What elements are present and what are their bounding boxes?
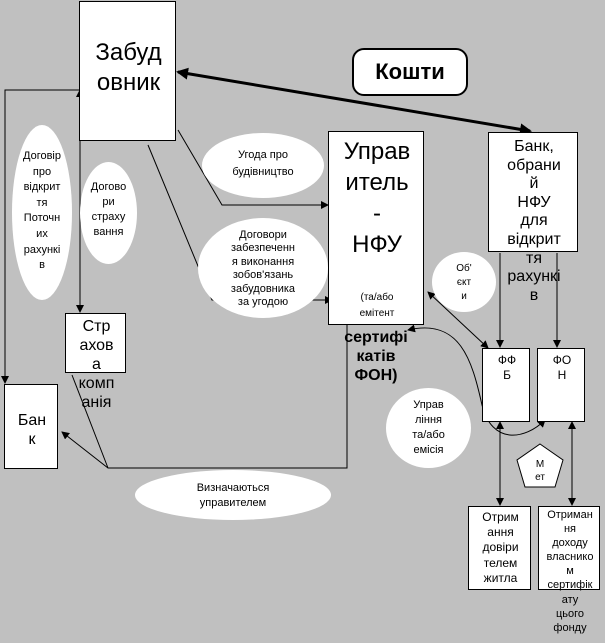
box-upravytel: Управ итель - НФУ (та/або емітент (328, 131, 424, 325)
label-upravytel-sub: (та/або емітент (359, 292, 395, 319)
pentagon-met (516, 443, 564, 488)
label-uhoda: Угода про будівництво (232, 149, 294, 178)
label-bank: Бан к (17, 412, 47, 448)
label-zabudovnyk: Забуд овник (95, 39, 162, 96)
label-otrymannia-dokhodu: Отриман ня доходу власнико м сертифік ат… (546, 509, 594, 634)
label-upravytel-cont: сертифі катів ФОН) (344, 329, 408, 384)
label-dohovory-strakhuvannia: Догово ри страху вання (90, 181, 127, 238)
arrow-uhoda (177, 129, 329, 209)
box-bank-nfu: Банк, обрани й НФУ для відкрит тя рахунк… (488, 132, 578, 304)
label-otrymannia-dovirytelem: Отрим ання довіри телем житла (482, 510, 519, 585)
arrow-zabudovnyk-bank (1, 89, 80, 384)
label-strakhova: Стр ахов а комп анія (78, 318, 115, 411)
label-koshty: Кошти (375, 59, 445, 84)
label-bank-nfu: Банк, обрани й НФУ для відкрит тя рахунк… (507, 138, 561, 304)
ellipse-vyznachaiutsia: Визначаються управителем (135, 470, 331, 520)
label-vyznachaiutsia: Визначаються управителем (196, 482, 270, 509)
box-ffb: ФФ Б (482, 348, 530, 422)
arrow-upravlinnia (407, 324, 546, 436)
box-otrymannia-dokhodu: Отриман ня доходу власнико м сертифік ат… (538, 506, 600, 634)
label-fon: ФО Н (552, 353, 572, 382)
ellipse-uhoda: Угода про будівництво (202, 133, 324, 198)
box-otrymannia-dovirytelem: Отрим ання довіри телем житла (468, 506, 531, 590)
box-koshty: Кошти (352, 48, 468, 96)
label-dohovir-rakhunky: Договір про відкрит тя Поточн их рахункі… (23, 150, 61, 272)
arrow-upravytel-bank (61, 325, 348, 469)
ellipse-upravlinnia: Управ ління та/або емісія (386, 388, 471, 468)
ellipse-dohovory-zabezpechennia: Договори забезпеченн я виконання зобов'я… (198, 218, 328, 318)
ellipse-obiekty: Об' єкт и (432, 252, 496, 312)
arrow-zabudovnyk-bank-nfu (176, 67, 532, 136)
label-ffb: ФФ Б (497, 353, 517, 382)
box-zabudovnyk: Забуд овник (79, 1, 176, 141)
label-upravlinnia: Управ ління та/або емісія (412, 399, 445, 456)
box-bank: Бан к (4, 384, 58, 469)
box-fon: ФО Н (537, 348, 585, 422)
arrow-strakhova-bank (71, 374, 109, 469)
label-dohovory-zabezpechennia: Договори забезпеченн я виконання зобов'я… (230, 229, 296, 309)
ellipse-dohovory-strakhuvannia: Догово ри страху вання (80, 162, 137, 264)
box-strakhova: Стр ахов а комп анія (65, 313, 126, 411)
label-upravytel: Управ итель - НФУ (343, 138, 411, 258)
ellipse-dohovir-rakhunky: Договір про відкрит тя Поточн их рахункі… (12, 125, 72, 300)
label-obiekty: Об' єкт и (456, 263, 472, 302)
label-met: М ет (535, 459, 545, 483)
